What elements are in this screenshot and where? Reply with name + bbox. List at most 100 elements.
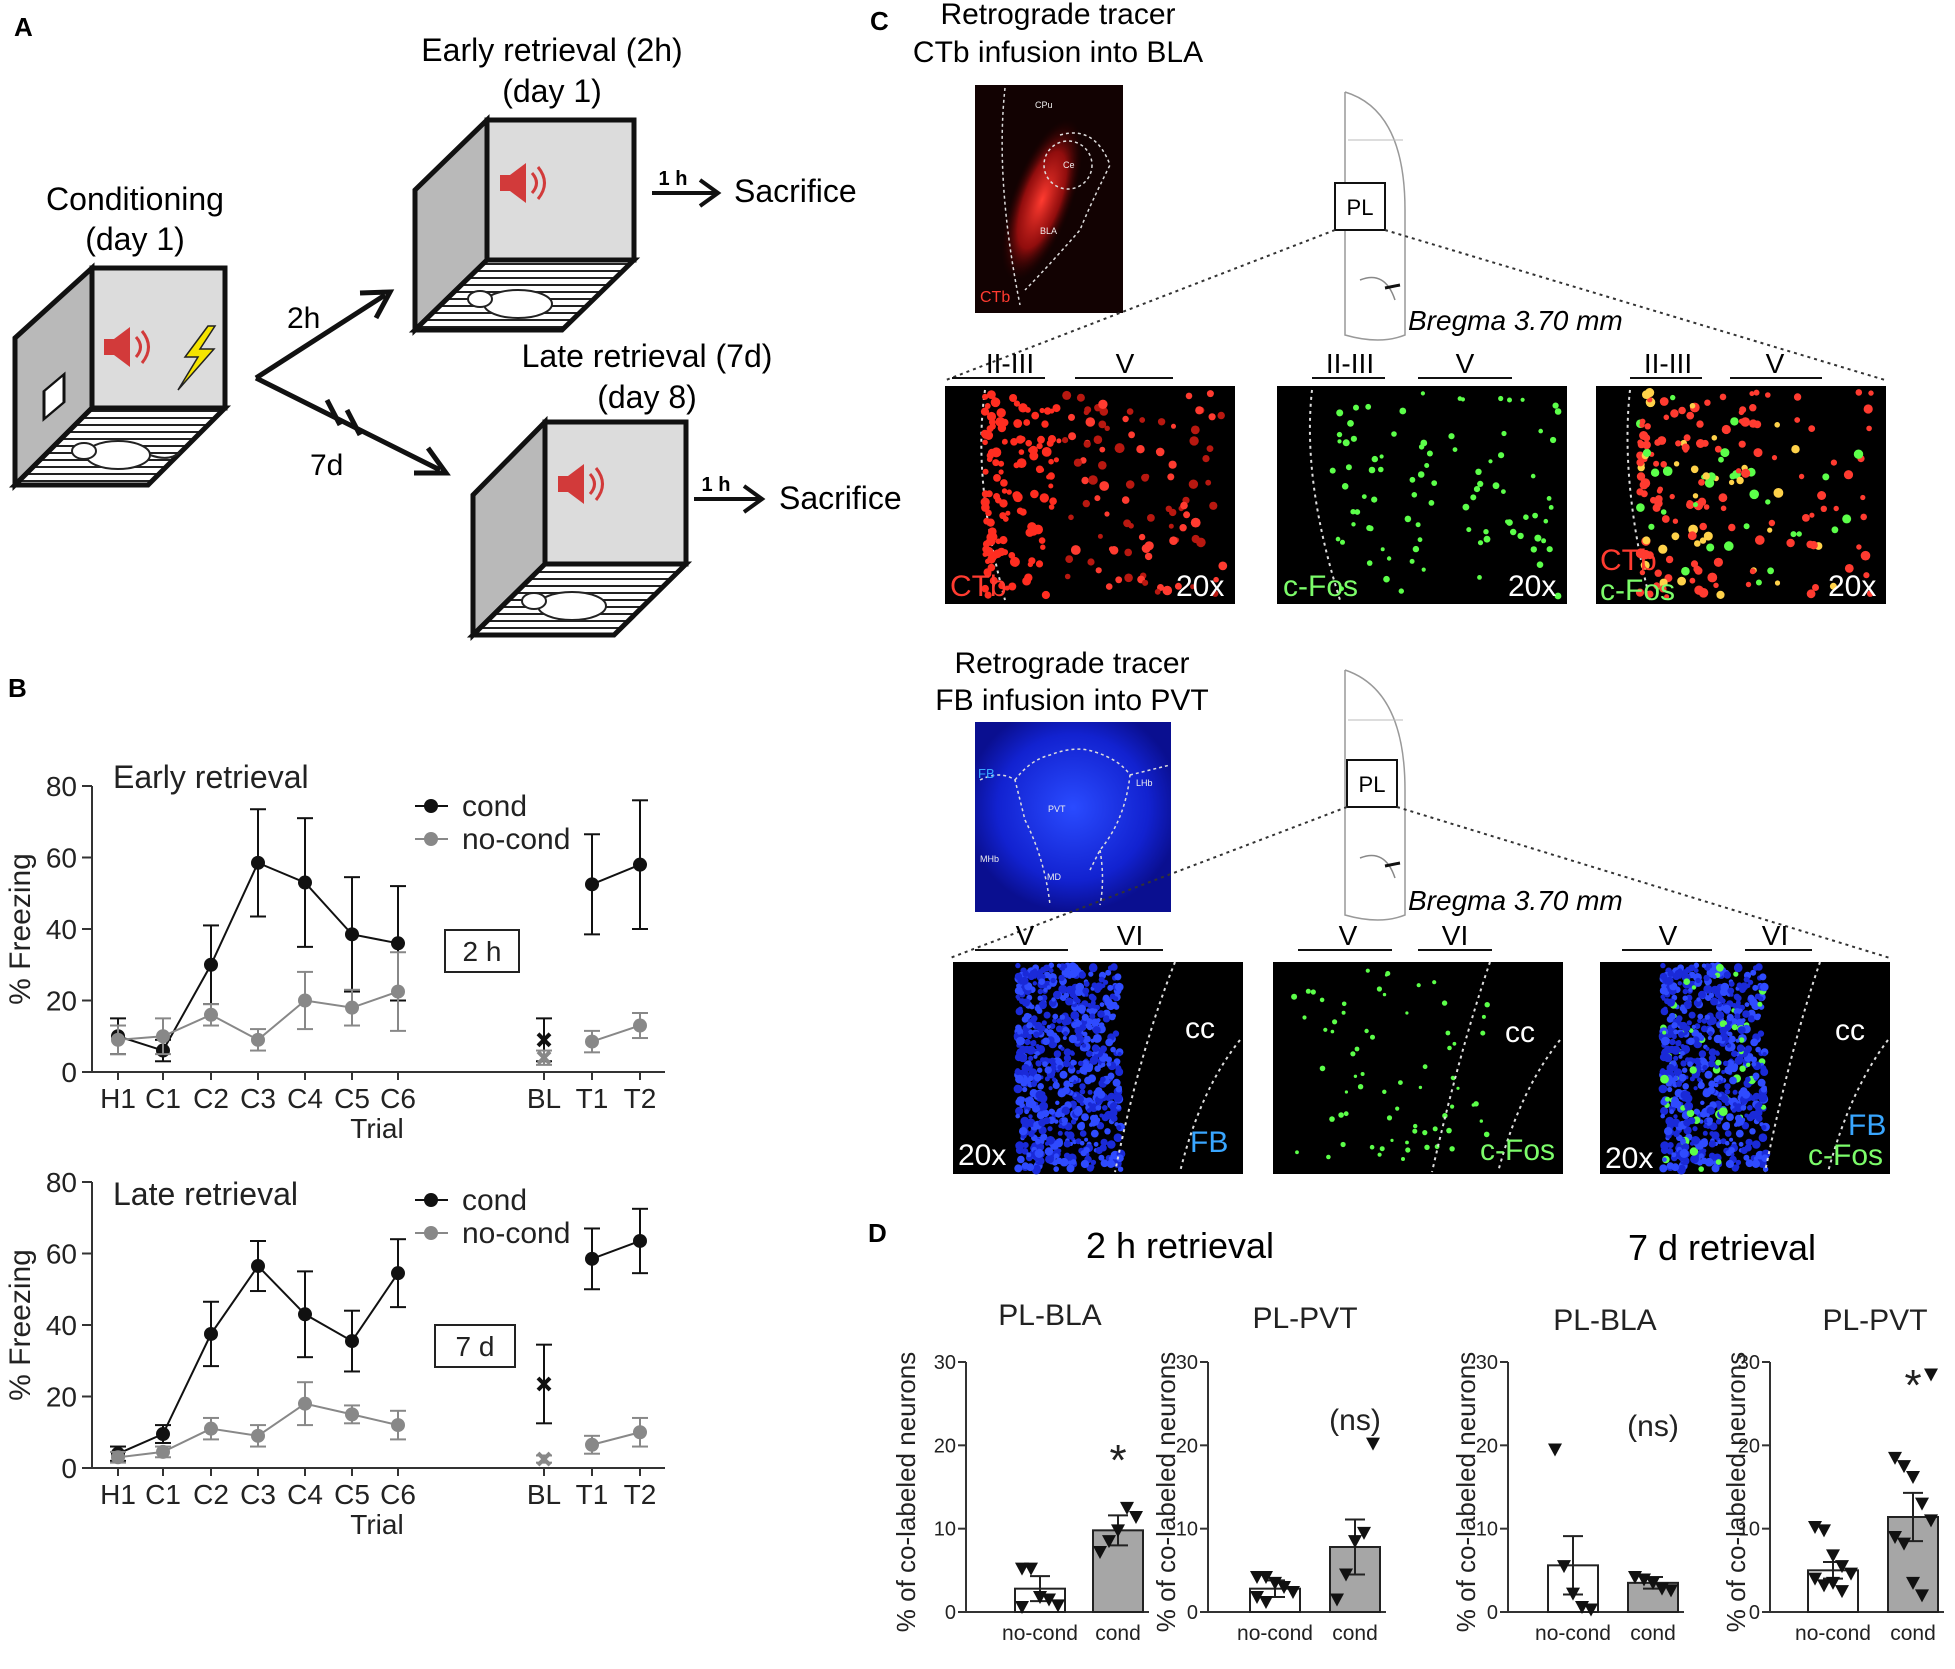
cell-dot (1751, 1159, 1761, 1169)
cell-dot (1687, 1037, 1695, 1046)
cell-dot (998, 469, 1004, 475)
cell-dot (1693, 565, 1701, 573)
cell-dot (1028, 1130, 1035, 1138)
cell-dot (1760, 1086, 1768, 1093)
cell-dot (1041, 447, 1052, 457)
cell-dot (1831, 526, 1839, 534)
cell-dot (1822, 473, 1830, 481)
cell-dot (1757, 1030, 1765, 1037)
y-axis-label: % of co-labeled neurons (1451, 1352, 1481, 1632)
cell-dot (1715, 1159, 1722, 1165)
y-tick-label: 40 (46, 1310, 77, 1341)
cell-dot (1745, 581, 1752, 588)
chart-title: PL-BLA (1553, 1304, 1656, 1337)
y-tick-label: 20 (46, 986, 77, 1017)
cell-dot (1659, 1164, 1668, 1173)
data-point (1268, 1576, 1282, 1590)
cell-dot (1082, 987, 1090, 995)
cell-dot (1697, 1018, 1702, 1024)
cell-dot (1020, 1096, 1025, 1102)
cell-dot (1698, 1166, 1704, 1172)
cell-dot (1049, 497, 1057, 506)
data-point (1844, 1567, 1858, 1581)
chart-title: Late retrieval (113, 1176, 298, 1212)
cell-dot (1734, 1164, 1740, 1170)
cell-dot (1081, 1113, 1089, 1121)
cell-dot (1707, 1086, 1715, 1095)
cell-dot (1036, 1008, 1043, 1014)
cell-dot (1022, 1086, 1028, 1093)
x-tick-label: C1 (145, 1083, 181, 1114)
cell-dot (1698, 479, 1705, 486)
cell-dot (1738, 1037, 1745, 1043)
cell-dot (1727, 987, 1735, 995)
group-title-7d: 7 d retrieval (1628, 1227, 1816, 1268)
cell-dot (1534, 534, 1542, 542)
cell-dot (1086, 1024, 1093, 1031)
cell-dot (1070, 1159, 1077, 1165)
cell-dot (1676, 1040, 1682, 1045)
cell-dot (1753, 1156, 1759, 1161)
cell-dot (1053, 990, 1061, 999)
cell-dot (1062, 1086, 1070, 1095)
cell-dot (1700, 1110, 1707, 1118)
y-tick-label: 10 (934, 1519, 956, 1541)
cell-dot (1417, 537, 1423, 543)
cell-dot (1708, 1054, 1716, 1062)
cell-dot (1704, 399, 1711, 406)
cell-dot (1868, 390, 1874, 396)
region-mhb-label: MHb (980, 854, 999, 864)
layer-label: V (1016, 920, 1035, 951)
cell-dot (1705, 1113, 1710, 1118)
cell-dot (1090, 1129, 1099, 1138)
cell-dot (1501, 489, 1506, 494)
cell-dot (1052, 404, 1061, 413)
cell-dot (1661, 996, 1666, 1001)
cell-dot (1738, 440, 1746, 448)
cell-dot (1820, 505, 1828, 512)
cell-dot (1043, 407, 1052, 415)
cell-dot (1794, 417, 1801, 423)
cell-dot (1413, 1123, 1418, 1129)
cell-dot (1726, 1013, 1734, 1022)
cell-dot (1477, 540, 1484, 546)
data-point (204, 1421, 218, 1436)
cell-dot (1735, 1117, 1745, 1126)
cell-dot (1855, 389, 1863, 396)
cell-dot (1686, 411, 1695, 420)
cell-dot (1096, 1122, 1105, 1130)
cell-dot (1405, 1011, 1409, 1015)
cell-dot (1098, 461, 1107, 470)
cell-dot (1646, 551, 1654, 560)
cell-dot (1079, 1083, 1086, 1090)
cell-dot (1040, 544, 1046, 550)
cell-dot (987, 390, 996, 399)
cell-dot (1069, 1082, 1074, 1088)
pvt-injection-image: FB LHb PVT MHb MD (975, 722, 1171, 912)
magnification-label: 20x (1176, 570, 1224, 603)
cell-dot (1654, 499, 1663, 508)
cell-dot (1703, 1123, 1708, 1129)
cell-dot (1062, 390, 1072, 400)
cell-dot (1498, 452, 1505, 459)
cell-dot (1860, 550, 1871, 561)
cell-dot (1863, 404, 1873, 414)
data-point (1259, 1571, 1273, 1584)
x-tick-label: T2 (624, 1083, 657, 1114)
cell-dot (1026, 1118, 1036, 1128)
cell-dot (1107, 984, 1114, 991)
cell-dot (1731, 1018, 1739, 1025)
cell-dot (1063, 1048, 1072, 1056)
cell-dot (1711, 1131, 1720, 1140)
cell-dot (1360, 1072, 1365, 1076)
data-point (1339, 1568, 1353, 1582)
cell-dot (1678, 406, 1686, 415)
x-tick-label: C1 (145, 1479, 181, 1510)
cell-dot (1071, 963, 1079, 972)
cell-dot (1856, 544, 1862, 550)
cell-dot (1689, 403, 1696, 409)
cell-dot (1541, 538, 1547, 544)
legend-marker (424, 1226, 438, 1240)
